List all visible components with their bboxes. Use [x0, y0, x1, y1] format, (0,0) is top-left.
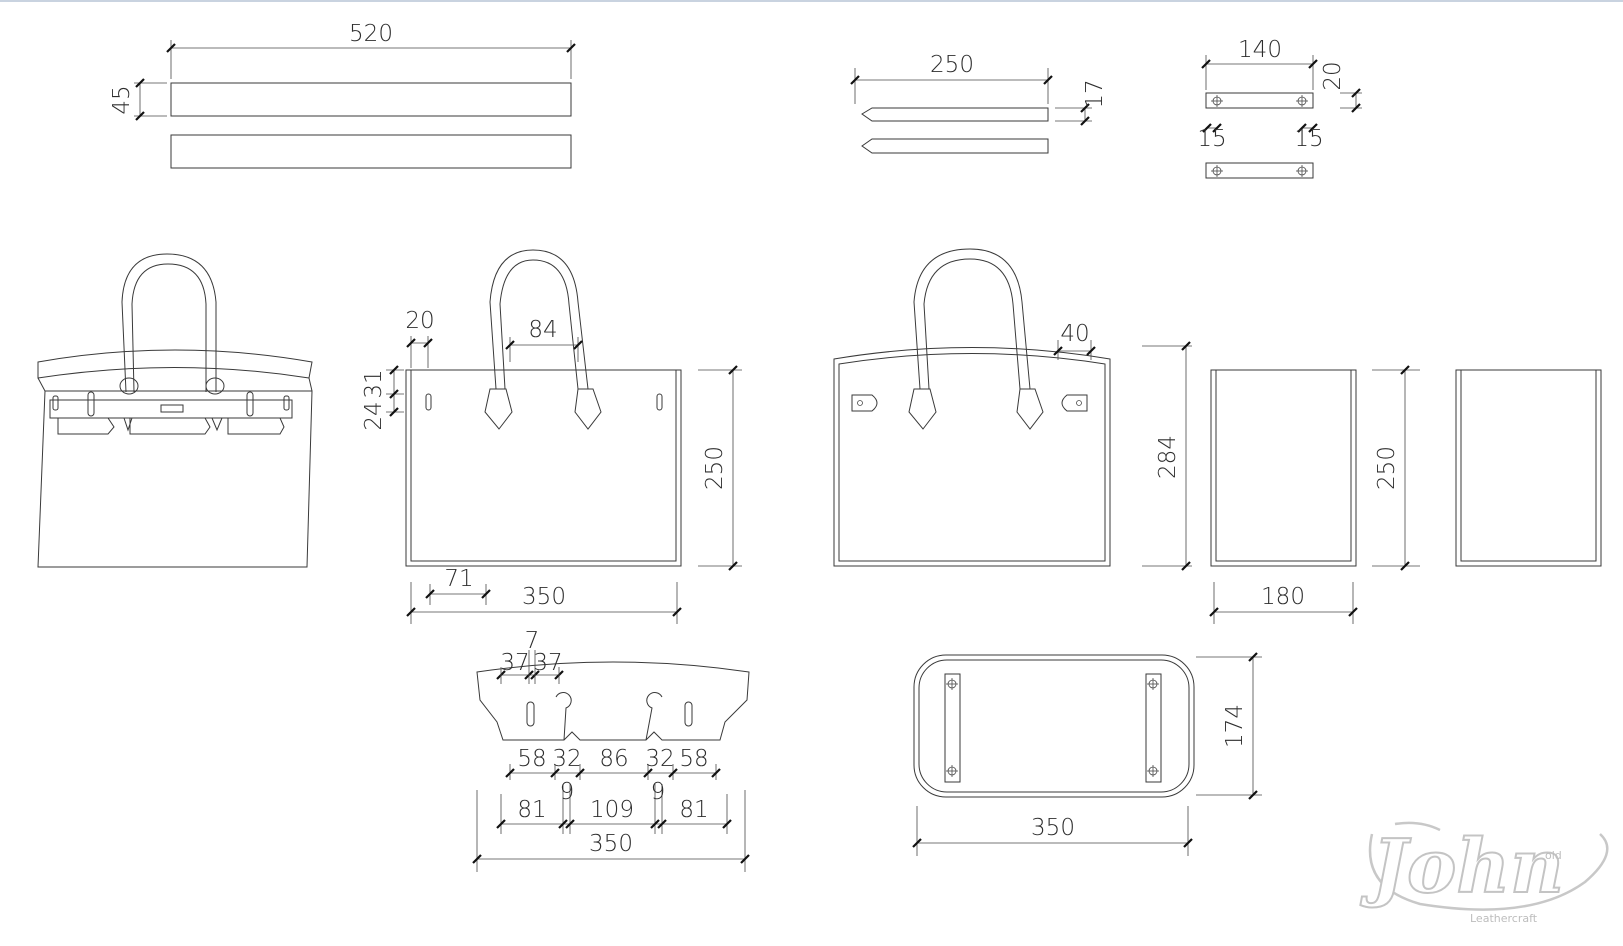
handle-offset-label: 71: [444, 566, 473, 592]
tab-hole-left-label: 15: [1197, 126, 1226, 152]
flap-lower-dim-5: 58: [679, 746, 708, 772]
flap-lower-dim-3: 86: [599, 746, 628, 772]
back-tab-width-label: 40: [1060, 321, 1089, 347]
flap-lower-dim-4: 32: [645, 746, 674, 772]
flap-gap-label: 7: [525, 628, 540, 654]
strap-width-front-label: 20: [405, 308, 434, 334]
strap-pieces: 520 45: [109, 21, 576, 169]
base-panel: 174 350: [912, 652, 1262, 856]
flap-left-segment-label: 37: [500, 650, 529, 676]
tab-hole-right-label: 15: [1294, 126, 1323, 152]
base-width-label: 350: [1031, 815, 1075, 841]
flap-width-label: 350: [589, 831, 633, 857]
bag-sketch: [37, 253, 313, 568]
watermark-tag: Leathercraft: [1470, 912, 1538, 925]
strap-length-label: 520: [349, 21, 393, 47]
watermark-prefix: old: [1545, 849, 1562, 862]
slot-height-label: 24: [361, 401, 387, 430]
back-height-label: 284: [1155, 435, 1181, 479]
side-width-label: 180: [1261, 584, 1305, 610]
flap-bottom-dim-2: 9: [560, 779, 575, 805]
handle-strip-width-label: 17: [1082, 79, 1108, 108]
strap-width-label: 45: [109, 85, 135, 114]
watermark-brand: John: [1360, 824, 1564, 910]
tab-width-label: 20: [1320, 61, 1346, 90]
base-depth-label: 174: [1222, 704, 1248, 748]
flap-piece: 7 37 37 58 32 86 32 58 81 9 109 9: [472, 628, 750, 872]
front-panel: 84 20 31 24 250 350 71: [361, 249, 742, 624]
watermark-logo: John old Leathercraft: [1359, 821, 1609, 925]
flap-bottom-dim-4: 9: [651, 779, 666, 805]
handle-strip-length-label: 250: [930, 52, 974, 78]
back-panel: 40 284: [833, 248, 1192, 571]
handle-strips: 250 17: [850, 52, 1108, 154]
flap-lower-dim-1: 58: [517, 746, 546, 772]
side-panels: 250 180: [1209, 365, 1602, 624]
handle-spacing-label: 84: [528, 317, 557, 343]
flap-lower-dim-2: 32: [552, 746, 581, 772]
front-width-label: 350: [522, 584, 566, 610]
flap-bottom-dim-3: 109: [590, 797, 634, 823]
front-height-label: 250: [702, 446, 728, 490]
window-top-border: [0, 0, 1623, 2]
flap-bottom-dim-1: 81: [517, 797, 546, 823]
slot-top-offset-label: 31: [361, 369, 387, 398]
flap-bottom-dim-5: 81: [679, 797, 708, 823]
tab-length-label: 140: [1238, 37, 1282, 63]
flap-right-segment-label: 37: [533, 650, 562, 676]
side-height-label: 250: [1374, 446, 1400, 490]
tab-pieces: 140 20 15 15: [1197, 37, 1362, 179]
